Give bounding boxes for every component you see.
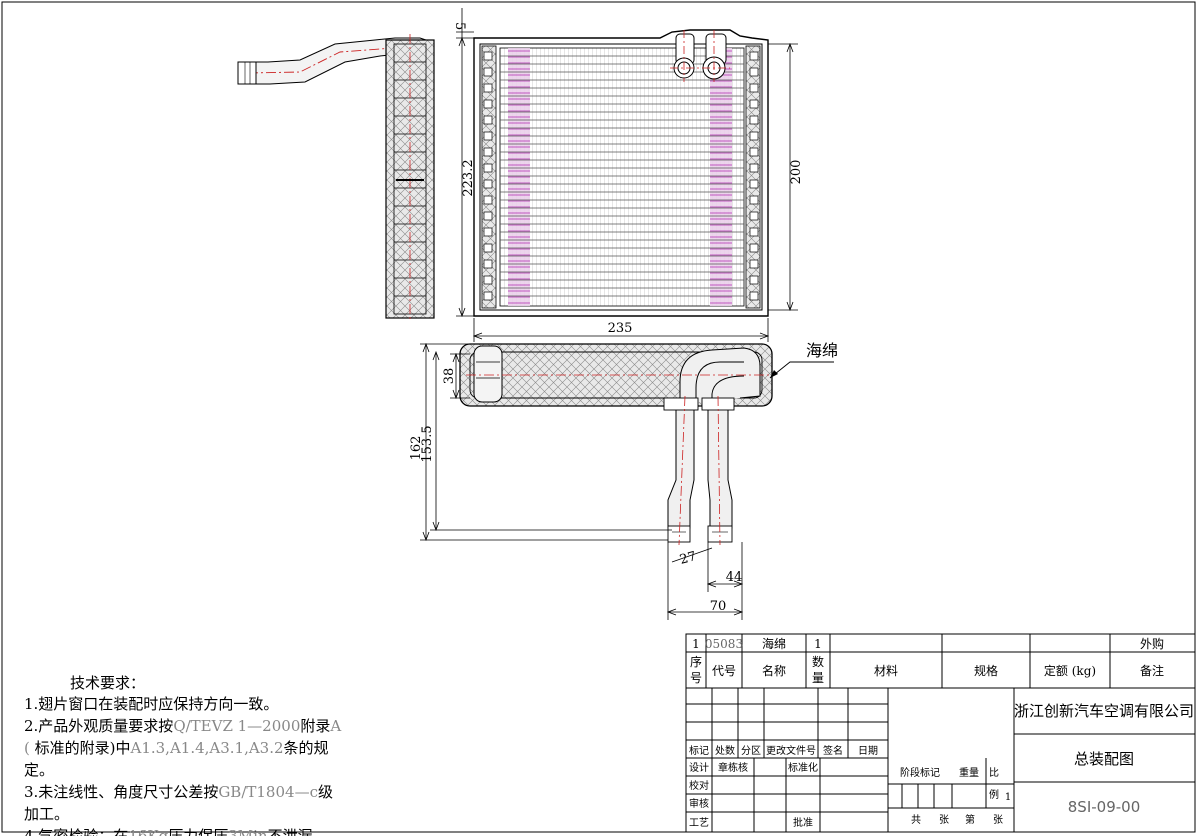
dim-thickness: 38 xyxy=(442,368,457,385)
hdr-spec: 规格 xyxy=(974,663,998,678)
dim-tube-height: 200 xyxy=(789,160,804,185)
hdr-quota: 定额 (kg) xyxy=(1044,663,1096,678)
label-total: 共 xyxy=(911,814,921,826)
drawing-title: 总装配图 xyxy=(1074,750,1134,768)
label-sheet: 张 xyxy=(993,814,1003,826)
callout-foam-label: 海绵 xyxy=(806,341,838,360)
title-block-grid xyxy=(685,633,1196,833)
drawing-number: 8SI-09-00 xyxy=(1068,798,1141,816)
front-view-dimensions xyxy=(456,8,798,342)
dim-pipe-offset: 44 xyxy=(726,570,743,585)
hdr-seq-2: 号 xyxy=(690,671,702,685)
dim-pipe-height: 153.5 xyxy=(420,425,435,462)
rev-signature: 签名 xyxy=(823,744,843,757)
rev-date: 日期 xyxy=(858,745,878,757)
label-sheets: 张 xyxy=(939,814,949,826)
hdr-material: 材料 xyxy=(874,664,898,678)
hdr-seq-1: 序 xyxy=(690,654,702,669)
label-sheet-no: 第 xyxy=(965,813,975,826)
front-view xyxy=(473,29,769,317)
label-ratio: 比 xyxy=(989,767,999,779)
label-design: 设计 xyxy=(689,761,709,774)
callout-leader xyxy=(769,361,834,379)
label-process: 工艺 xyxy=(689,817,709,829)
dim-pipe-od: 27 xyxy=(678,549,698,568)
part-qty: 1 xyxy=(814,637,822,651)
requirement-3: 3.未注线性、角度尺寸公差按GB/T1804—c级加工。 xyxy=(24,783,333,823)
rev-change-doc: 更改文件号 xyxy=(766,744,816,757)
requirement-4: 4.气密检验：在16Kg压力保压3Min不泄漏 xyxy=(24,827,313,836)
value-designer: 章栋核 xyxy=(718,761,748,774)
part-no: 1 xyxy=(692,637,700,651)
label-review: 审核 xyxy=(689,797,709,810)
hdr-qty-2: 量 xyxy=(812,671,824,685)
requirement-2: 2.产品外观质量要求按Q/TEVZ 1—2000附录A( 标准的附录)中A1.3… xyxy=(24,717,342,779)
hdr-qty-1: 数 xyxy=(812,654,824,669)
value-scale: 1 xyxy=(1005,792,1011,803)
part-name: 海绵 xyxy=(762,636,786,651)
top-view-dimensions xyxy=(420,342,744,620)
requirement-1: 1.翅片窗口在装配时应保持方向一致。 xyxy=(24,695,279,713)
label-standardize: 标准化 xyxy=(788,761,818,774)
rev-count: 处数 xyxy=(715,744,735,757)
hdr-name: 名称 xyxy=(762,663,786,678)
part-code: 05083 xyxy=(705,637,743,651)
label-scale: 例 xyxy=(989,788,999,801)
top-view xyxy=(459,343,773,546)
dim-core-width: 235 xyxy=(608,321,633,336)
dim-pipe-span: 70 xyxy=(710,599,727,614)
requirements-title: 技术要求： xyxy=(70,674,146,692)
label-weight: 重量 xyxy=(959,766,979,779)
rev-zone: 分区 xyxy=(741,745,761,757)
dim-core-height: 223.2 xyxy=(461,159,476,196)
rev-mark: 标记 xyxy=(689,745,709,757)
hdr-remark: 备注 xyxy=(1140,663,1164,678)
dim-top-gap: 5 xyxy=(452,22,467,30)
hdr-code: 代号 xyxy=(712,664,736,678)
dim-overall-height: 162 xyxy=(409,436,424,461)
company-name: 浙江创新汽车空调有限公司 xyxy=(1014,702,1194,720)
side-view xyxy=(237,34,435,322)
label-approve: 批准 xyxy=(793,816,813,829)
label-stage-mark: 阶段标记 xyxy=(900,766,940,779)
part-note: 外购 xyxy=(1140,636,1164,651)
label-check: 校对 xyxy=(689,779,709,792)
